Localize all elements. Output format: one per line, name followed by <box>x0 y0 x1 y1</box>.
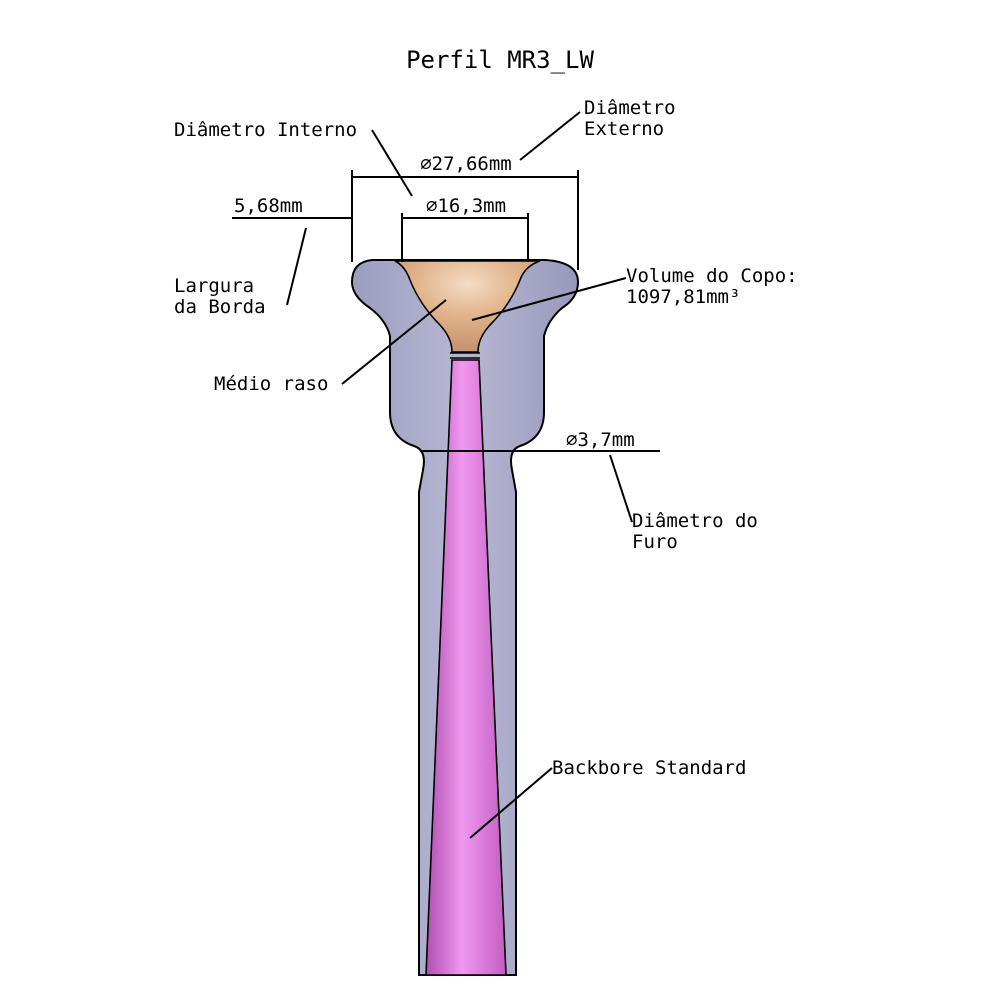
label-medio-raso: Médio raso <box>214 373 328 395</box>
dim-external-diameter: ⌀27,66mm <box>420 153 512 175</box>
label-volume-2: 1097,81mm³ <box>626 286 740 308</box>
leader-external <box>519 111 581 161</box>
leader-backbore <box>469 767 553 839</box>
label-diametro-externo-1: Diâmetro <box>584 97 676 119</box>
backbore <box>425 359 507 976</box>
label-backbore: Backbore Standard <box>552 757 746 779</box>
label-largura-1: Largura <box>174 275 254 297</box>
dim-internal-diameter: ⌀16,3mm <box>426 195 506 217</box>
dim-bore-diameter: ⌀3,7mm <box>566 429 635 451</box>
leader-rim-width <box>286 227 307 306</box>
dim-rim-width: 5,68mm <box>234 195 303 217</box>
diagram-title: Perfil MR3_LW <box>406 46 594 74</box>
label-furo-1: Diâmetro do <box>632 510 758 532</box>
label-diametro-interno: Diâmetro Interno <box>174 119 357 141</box>
leader-cup-volume <box>471 277 627 321</box>
label-largura-2: da Borda <box>174 296 266 318</box>
label-diametro-externo-2: Externo <box>584 118 664 140</box>
leader-bore <box>609 454 633 523</box>
label-furo-2: Furo <box>632 531 678 553</box>
label-volume-1: Volume do Copo: <box>626 265 798 287</box>
cup-volume <box>394 260 541 353</box>
leader-medio-raso <box>341 299 447 385</box>
leader-internal <box>371 129 413 197</box>
